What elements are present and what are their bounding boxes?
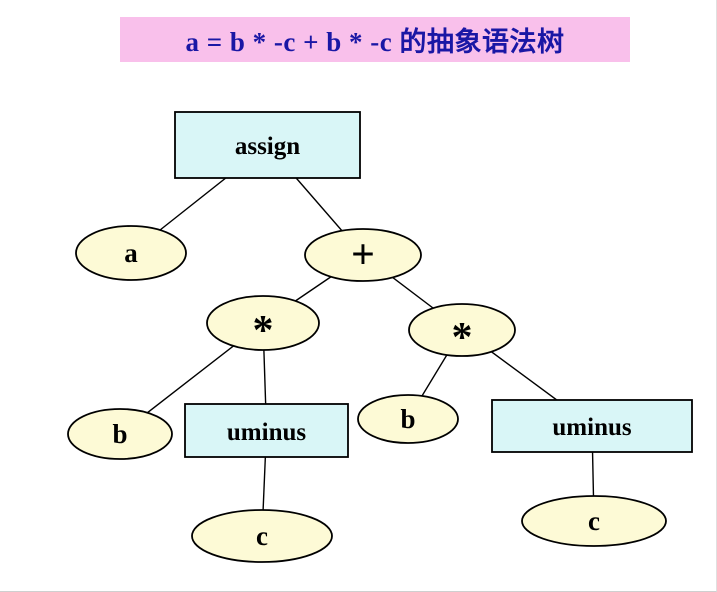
node-c-right-label: c	[588, 506, 600, 536]
node-mul-left: *	[206, 295, 320, 354]
node-uminus-left-shape	[184, 403, 349, 458]
node-plus: +	[304, 228, 422, 282]
node-mul-left-shape	[206, 295, 320, 351]
node-uminus-right-shape	[491, 399, 693, 453]
node-assign-label: assign	[235, 133, 300, 160]
node-uminus-left: uminus	[184, 403, 349, 458]
node-c-right: c	[521, 495, 667, 547]
node-plus-shape	[304, 228, 422, 282]
node-b-right: b	[357, 394, 459, 444]
node-b-right-label: b	[400, 404, 415, 434]
node-mul-right: *	[408, 303, 516, 361]
node-a-shape	[75, 225, 187, 281]
node-uminus-left-label: uminus	[227, 419, 306, 446]
node-c-left-label: c	[256, 521, 268, 551]
slide-title-banner: a = b * -c + b * -c 的抽象语法树	[120, 17, 630, 62]
edges	[119, 144, 595, 537]
node-c-left: c	[191, 509, 333, 563]
node-assign-shape	[174, 111, 361, 179]
node-mul-left-label: *	[253, 308, 274, 354]
node-b-left-label: b	[112, 419, 127, 449]
node-c-right-shape	[521, 495, 667, 547]
node-plus-label: +	[351, 232, 375, 278]
node-mul-right-shape	[408, 303, 516, 357]
node-a: a	[75, 225, 187, 281]
node-c-left-shape	[191, 509, 333, 563]
node-b-left-shape	[67, 408, 173, 460]
node-mul-right-label: *	[452, 315, 473, 361]
node-uminus-right: uminus	[491, 399, 693, 453]
node-a-label: a	[124, 238, 138, 268]
node-assign: assign	[174, 111, 361, 179]
slide-title-text: a = b * -c + b * -c 的抽象语法树	[185, 27, 565, 57]
node-uminus-right-label: uminus	[552, 414, 631, 441]
node-b-right-shape	[357, 394, 459, 444]
node-b-left: b	[67, 408, 173, 460]
